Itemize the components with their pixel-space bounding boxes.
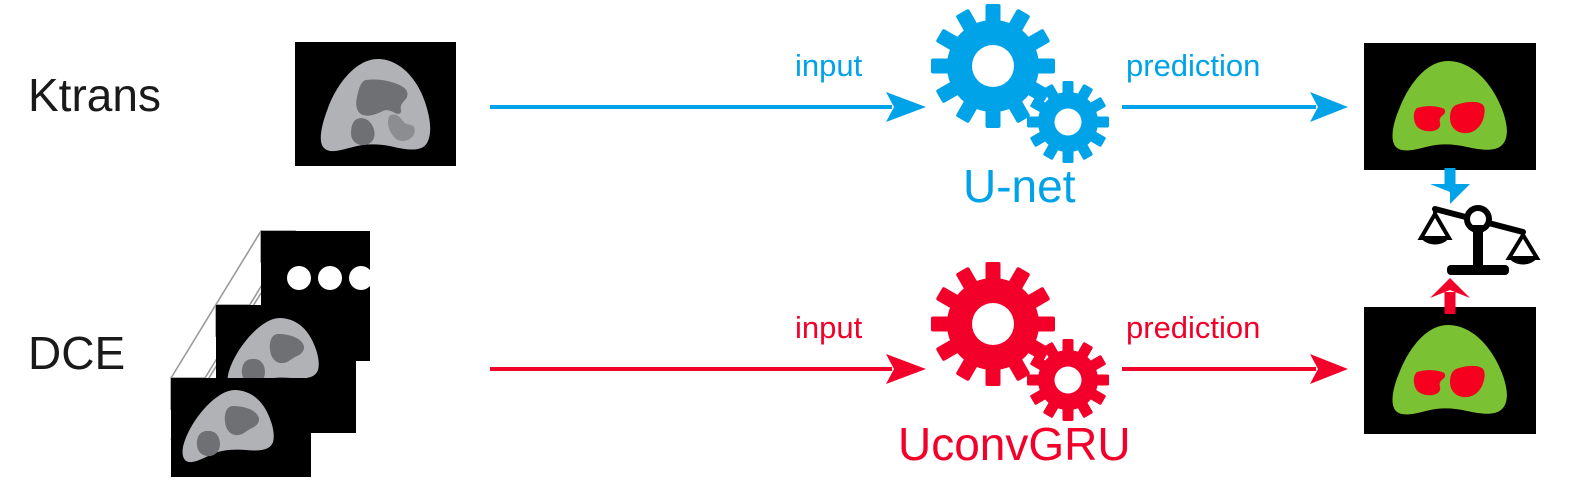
bottom-input-arrow [488, 354, 928, 384]
uconvgru-segmentation-svg [1364, 307, 1536, 434]
unet-prediction-image [1364, 43, 1536, 170]
row-label-ktrans: Ktrans [28, 69, 161, 121]
unet-gears-icon [930, 4, 1120, 164]
top-prediction-arrow [1120, 92, 1350, 122]
model-label-uconvgru: UconvGRU [898, 418, 1131, 470]
comparison-arrow-from-top [1424, 168, 1476, 204]
balance-scale-icon [1417, 192, 1541, 288]
dce-input-stack [160, 218, 373, 480]
row-label-dce: DCE [28, 327, 126, 379]
comparison-arrow-from-bottom [1424, 278, 1476, 314]
bottom-input-arrow-label: input [795, 310, 863, 345]
ktrans-input-image [295, 42, 456, 166]
top-input-arrow [488, 92, 928, 122]
uconvgru-gears-icon [930, 262, 1120, 422]
ktrans-tissue-svg [295, 42, 456, 166]
model-label-unet: U-net [963, 160, 1076, 212]
top-prediction-arrow-label: prediction [1126, 48, 1261, 83]
top-input-arrow-label: input [795, 48, 863, 83]
bottom-prediction-arrow [1120, 354, 1350, 384]
unet-segmentation-svg [1364, 43, 1536, 170]
dce-stack-svg [170, 230, 373, 477]
uconvgru-prediction-image [1364, 307, 1536, 434]
bottom-prediction-arrow-label: prediction [1126, 310, 1261, 345]
